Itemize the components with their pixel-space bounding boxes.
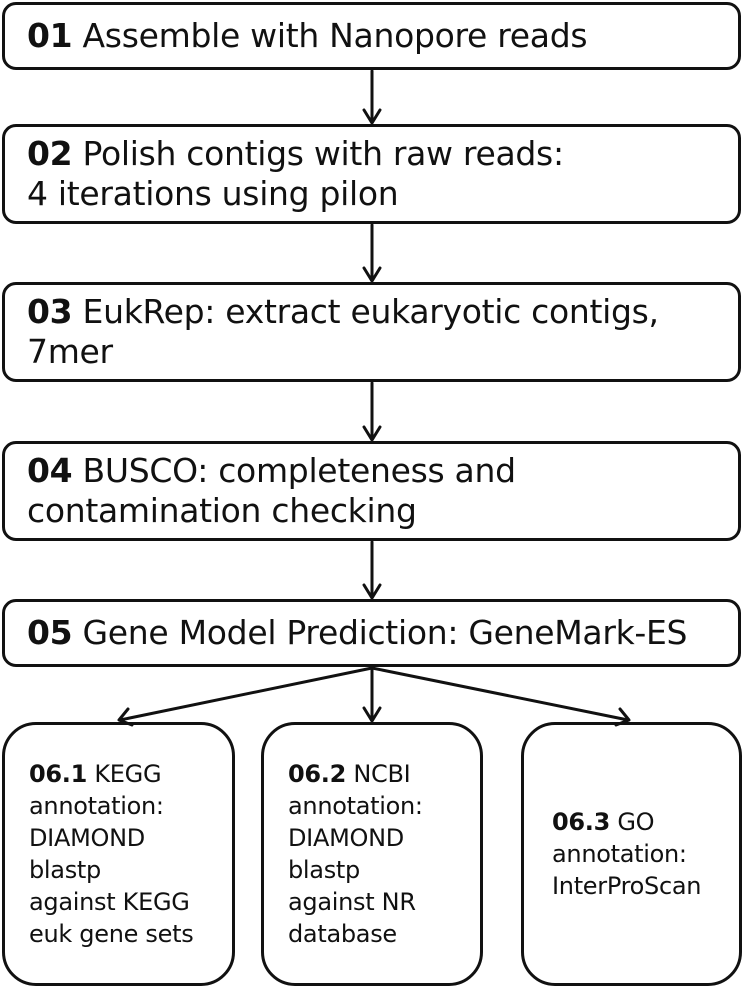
branch-06-2-text-3: DIAMOND: [288, 824, 404, 852]
branch-06-2-text-2: annotation:: [288, 792, 423, 820]
branch-06-2-box: 06.2 NCBI annotation: DIAMOND blastp aga…: [261, 722, 483, 986]
arrow-05-to-06-3: [370, 666, 631, 727]
step-03-text-1: EukRep: extract eukaryotic contigs,: [82, 292, 660, 331]
branch-06-1-text-1: KEGG: [94, 760, 162, 788]
branch-06-3-text-1: GO: [617, 808, 655, 836]
branch-06-2-text-4: blastp: [288, 856, 360, 884]
arrow-04-to-05: [362, 540, 382, 600]
branch-06-1-box: 06.1 KEGG annotation: DIAMOND blastp aga…: [2, 722, 235, 986]
step-02-line-1: 02 Polish contigs with raw reads:: [27, 134, 738, 174]
branch-06-2-line-1: 06.2 NCBI: [288, 758, 480, 790]
step-04-number: 04: [27, 451, 73, 490]
step-03-text-2: 7mer: [27, 332, 113, 371]
branch-06-1-text-2: annotation:: [29, 792, 164, 820]
step-05-line-1: 05 Gene Model Prediction: GeneMark-ES: [27, 613, 738, 653]
step-02-box: 02 Polish contigs with raw reads: 4 iter…: [2, 124, 741, 224]
branch-06-1-text-4: blastp: [29, 856, 101, 884]
branch-06-2-text-6: database: [288, 920, 397, 948]
step-05-number: 05: [27, 613, 73, 652]
branch-06-3-box: 06.3 GO annotation: InterProScan: [521, 722, 742, 986]
step-03-line-1: 03 EukRep: extract eukaryotic contigs,: [27, 292, 738, 332]
branch-06-1-number: 06.1: [29, 760, 88, 788]
branch-06-1-line-1: 06.1 KEGG: [29, 758, 232, 790]
arrow-05-to-06-1: [117, 666, 374, 727]
step-03-box: 03 EukRep: extract eukaryotic contigs, 7…: [2, 282, 741, 382]
branch-06-1-text-3: DIAMOND: [29, 824, 145, 852]
step-03-number: 03: [27, 292, 73, 331]
step-01-text: Assemble with Nanopore reads: [82, 16, 588, 55]
step-01-line-1: 01 Assemble with Nanopore reads: [27, 16, 738, 56]
step-05-box: 05 Gene Model Prediction: GeneMark-ES: [2, 599, 741, 667]
arrow-05-to-06-2: [362, 666, 382, 723]
step-04-text-2: contamination checking: [27, 491, 417, 530]
step-01-number: 01: [27, 16, 73, 55]
branch-06-2-text-5: against NR: [288, 888, 416, 916]
step-01-box: 01 Assemble with Nanopore reads: [2, 2, 741, 70]
arrow-03-to-04: [362, 381, 382, 442]
step-02-text-2: 4 iterations using pilon: [27, 174, 399, 213]
step-04-box: 04 BUSCO: completeness and contamination…: [2, 441, 741, 541]
arrow-02-to-03: [362, 223, 382, 283]
step-05-text: Gene Model Prediction: GeneMark-ES: [82, 613, 688, 652]
step-02-text-1: Polish contigs with raw reads:: [82, 134, 565, 173]
branch-06-2-text-1: NCBI: [353, 760, 411, 788]
branch-06-1-text-5: against KEGG: [29, 888, 190, 916]
step-02-number: 02: [27, 134, 73, 173]
branch-06-3-line-1: 06.3 GO: [552, 806, 739, 838]
step-04-line-1: 04 BUSCO: completeness and: [27, 451, 738, 491]
branch-06-2-number: 06.2: [288, 760, 347, 788]
branch-06-3-text-2: annotation:: [552, 840, 687, 868]
step-04-text-1: BUSCO: completeness and: [82, 451, 517, 490]
branch-06-1-text-6: euk gene sets: [29, 920, 194, 948]
branch-06-3-text-3: InterProScan: [552, 872, 702, 900]
branch-06-3-number: 06.3: [552, 808, 611, 836]
arrow-01-to-02: [362, 69, 382, 125]
